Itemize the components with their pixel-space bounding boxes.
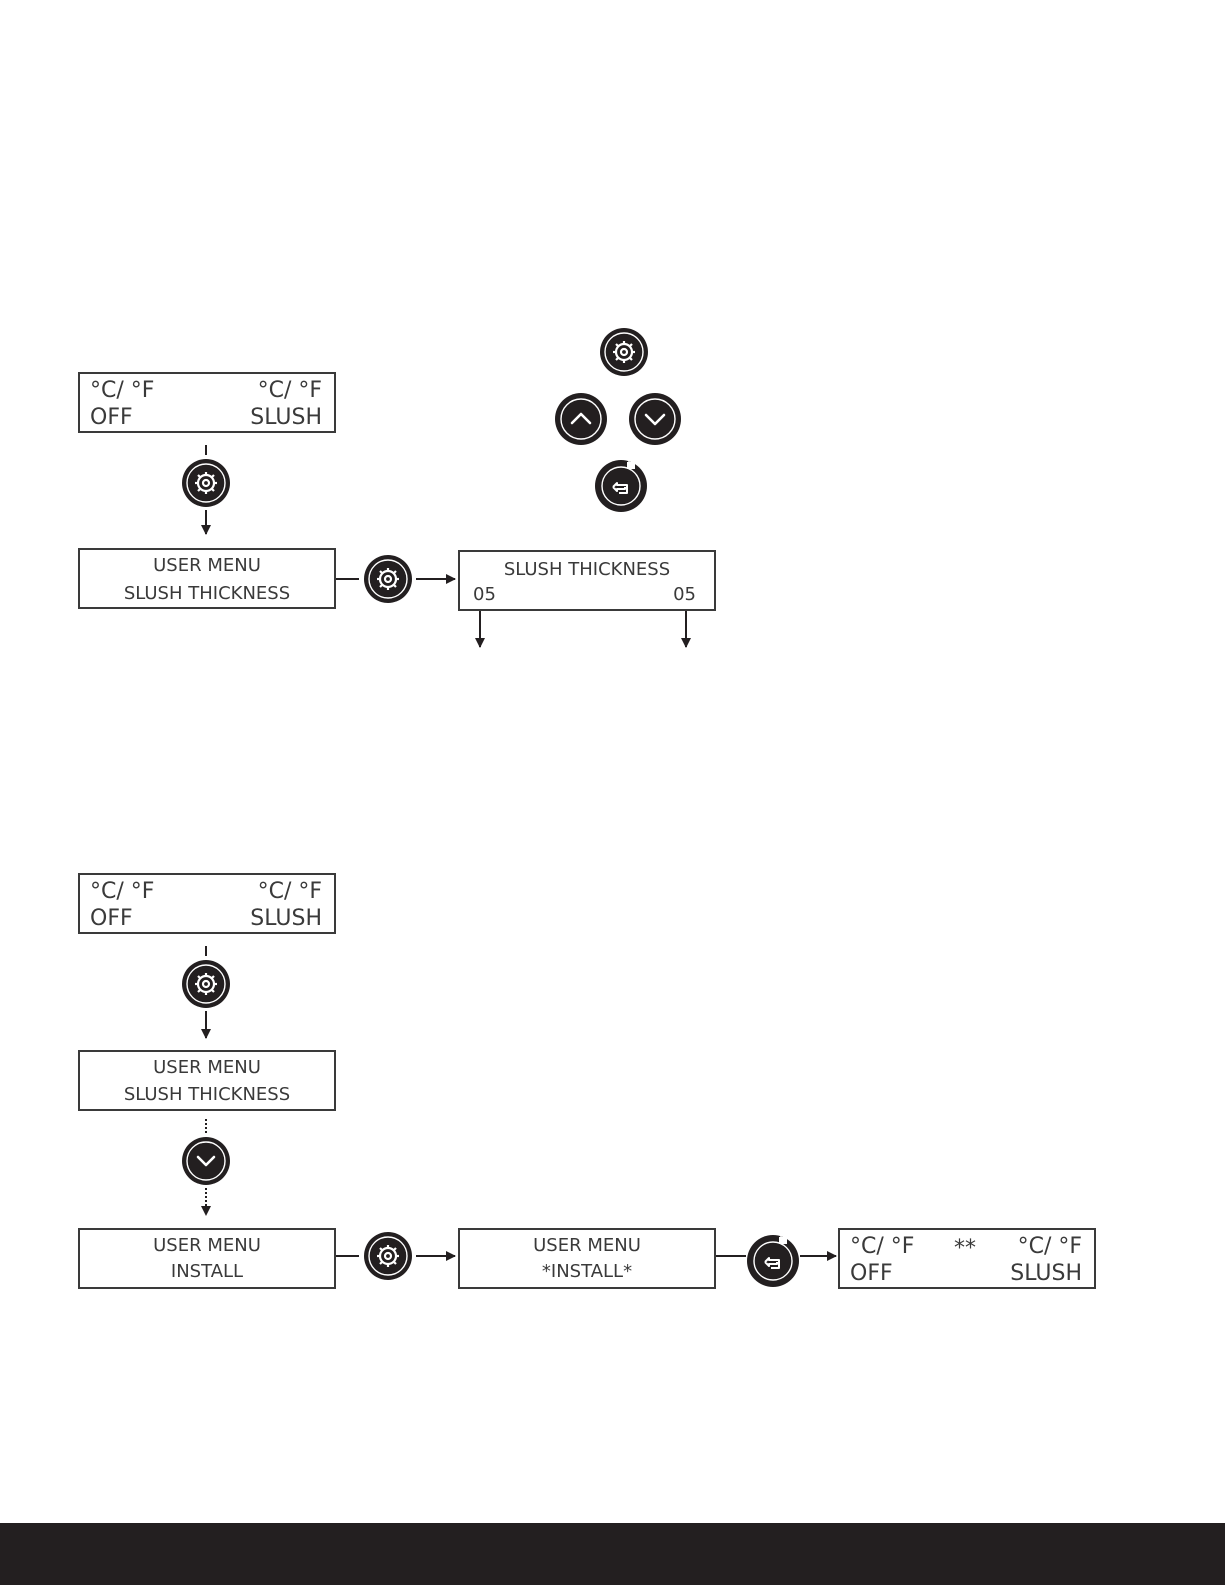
display-mode-right: SLUSH	[250, 407, 322, 429]
display-slush-thickness: SLUSH THICKNESS 05 05	[458, 550, 716, 611]
up-button[interactable]	[554, 392, 608, 446]
display-unit-right: °C/ °F	[258, 881, 322, 903]
display-install-marker: **	[954, 1238, 976, 1260]
display-mode-right: SLUSH	[1010, 1263, 1082, 1285]
display-home: °C/ °F °C/ °F OFF SLUSH	[78, 372, 336, 433]
display-mode-left: OFF	[850, 1263, 893, 1285]
down-button[interactable]	[628, 392, 682, 446]
display-user-menu-install-selected: USER MENU *INSTALL*	[458, 1228, 716, 1289]
display-home: °C/ °F °C/ °F OFF SLUSH	[78, 873, 336, 934]
thickness-title: SLUSH THICKNESS	[460, 561, 714, 579]
display-unit-left: °C/ °F	[850, 1236, 914, 1258]
display-user-menu: USER MENU SLUSH THICKNESS	[78, 1050, 336, 1111]
display-mode-right: SLUSH	[250, 908, 322, 930]
menu-title: USER MENU	[80, 557, 334, 575]
display-user-menu-install: USER MENU INSTALL	[78, 1228, 336, 1289]
gear-button[interactable]	[180, 457, 232, 509]
menu-title: USER MENU	[460, 1237, 714, 1255]
display-unit-right: °C/ °F	[1018, 1236, 1082, 1258]
gear-button[interactable]	[362, 553, 414, 605]
gear-button[interactable]	[598, 326, 650, 378]
display-result: °C/ °F ** °C/ °F OFF SLUSH	[838, 1228, 1096, 1289]
menu-item: *INSTALL*	[460, 1263, 714, 1281]
menu-item: INSTALL	[80, 1263, 334, 1281]
display-mode-left: OFF	[90, 908, 133, 930]
display-user-menu: USER MENU SLUSH THICKNESS	[78, 548, 336, 609]
menu-title: USER MENU	[80, 1237, 334, 1255]
menu-item: SLUSH THICKNESS	[80, 1086, 334, 1104]
back-lock-button[interactable]	[594, 457, 648, 513]
down-button[interactable]	[180, 1135, 232, 1187]
gear-button[interactable]	[180, 958, 232, 1010]
display-unit-left: °C/ °F	[90, 881, 154, 903]
thickness-value-left: 05	[473, 586, 496, 604]
footer-bar	[0, 1523, 1225, 1585]
thickness-value-right: 05	[673, 586, 696, 604]
menu-item: SLUSH THICKNESS	[80, 585, 334, 603]
display-mode-left: OFF	[90, 407, 133, 429]
menu-title: USER MENU	[80, 1059, 334, 1077]
gear-button[interactable]	[362, 1230, 414, 1282]
display-unit-right: °C/ °F	[258, 380, 322, 402]
display-unit-left: °C/ °F	[90, 380, 154, 402]
back-lock-button[interactable]	[746, 1232, 800, 1288]
